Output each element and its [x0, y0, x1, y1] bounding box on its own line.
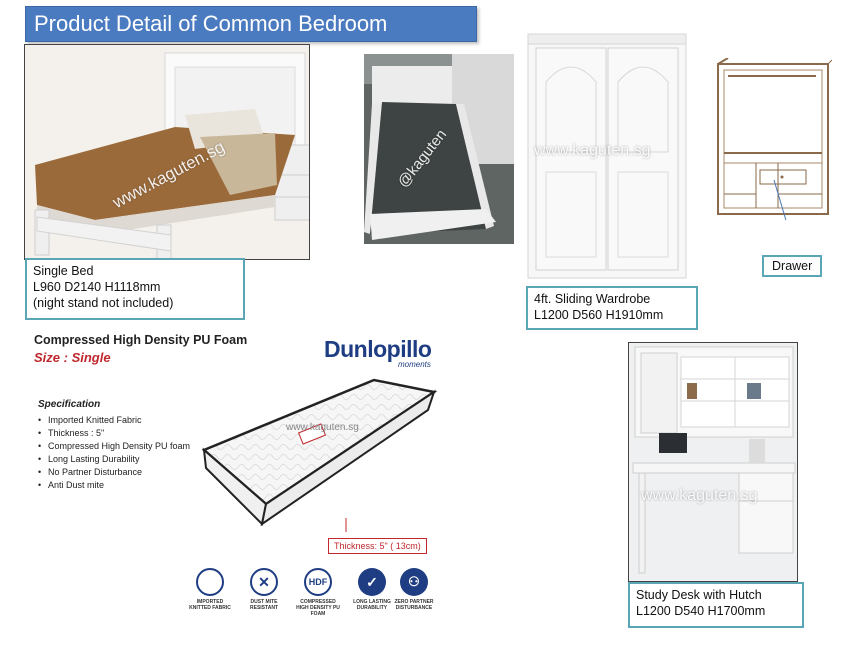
- desk-watermark: www.kaguten.sg: [641, 487, 758, 504]
- hdf-icon: HDF: [304, 568, 332, 596]
- wardrobe-name: 4ft. Sliding Wardrobe: [534, 292, 651, 306]
- spec-item: Long Lasting Durability: [38, 453, 190, 466]
- spec-list: Imported Knitted Fabric Thickness : 5" C…: [38, 414, 190, 492]
- mattress-watermark: www.kaguten.sg: [286, 422, 359, 433]
- feature-hdf: HDF Compressed High Density PU Foam: [296, 568, 340, 617]
- mattress-illustration: [201, 378, 438, 532]
- desk-photo: www.kaguten.sg: [628, 342, 798, 582]
- bed-illustration: [25, 45, 309, 259]
- bed-dimensions: L960 D2140 H1118mm: [33, 280, 161, 294]
- feature-imported-fabric: Imported Knitted Fabric: [188, 568, 232, 611]
- couple-icon: ⚇: [400, 568, 428, 596]
- wardrobe-interior-diagram: [717, 58, 832, 220]
- wardrobe-watermark: www.kaguten.sg: [534, 142, 651, 159]
- feature-label: Dust Mite Resistant: [250, 599, 278, 611]
- desk-caption: Study Desk with Hutch L1200 D540 H1700mm: [628, 582, 804, 628]
- spec-item: Imported Knitted Fabric: [38, 414, 190, 427]
- bed-frame-photo: @kaguten: [364, 54, 514, 244]
- spec-title: Specification: [38, 399, 101, 410]
- desk-illustration: [629, 343, 797, 581]
- wardrobe-illustration: [526, 32, 688, 280]
- feature-label: Compressed High Density PU Foam: [296, 599, 340, 617]
- fabric-icon: [196, 568, 224, 596]
- feature-label: Long Lasting Durability: [353, 599, 391, 611]
- desk-name: Study Desk with Hutch: [636, 588, 762, 602]
- feature-dust-mite: ✕ Dust Mite Resistant: [242, 568, 286, 611]
- wardrobe-photo: www.kaguten.sg: [526, 32, 688, 280]
- feature-label: Imported Knitted Fabric: [189, 599, 231, 611]
- thickness-label: Thickness: 5" ( 13cm): [328, 538, 427, 554]
- mattress-title: Compressed High Density PU Foam: [34, 333, 248, 347]
- mattress-size: Size : Single: [34, 350, 111, 365]
- drawer-label: Drawer: [762, 255, 823, 277]
- bed-photo: www.kaguten.sg: [24, 44, 310, 260]
- bed-caption: Single Bed L960 D2140 H1118mm (night sta…: [25, 258, 245, 320]
- wardrobe-dimensions: L1200 D560 H1910mm: [534, 308, 664, 322]
- page-title: Product Detail of Common Bedroom: [25, 6, 477, 42]
- brand-subtitle: moments: [398, 360, 431, 369]
- spec-item: Compressed High Density PU foam: [38, 440, 190, 453]
- shield-check-icon: ✓: [358, 568, 386, 596]
- bed-note: (night stand not included): [33, 296, 174, 310]
- mattress-photo: www.kaguten.sg: [196, 372, 442, 540]
- wardrobe-caption: 4ft. Sliding Wardrobe L1200 D560 H1910mm: [526, 286, 698, 330]
- feature-partner: ⚇ Zero Partner Disturbance: [392, 568, 436, 611]
- feature-label: Zero Partner Disturbance: [394, 599, 434, 611]
- spec-item: No Partner Disturbance: [38, 466, 190, 479]
- brand-logo: Dunlopillo: [324, 336, 432, 362]
- dust-mite-icon: ✕: [250, 568, 278, 596]
- bed-name: Single Bed: [33, 264, 94, 278]
- spec-item: Thickness : 5": [38, 427, 190, 440]
- desk-dimensions: L1200 D540 H1700mm: [636, 604, 766, 618]
- spec-item: Anti Dust mite: [38, 479, 190, 492]
- bed-frame-illustration: [364, 54, 514, 244]
- feature-durability: ✓ Long Lasting Durability: [350, 568, 394, 611]
